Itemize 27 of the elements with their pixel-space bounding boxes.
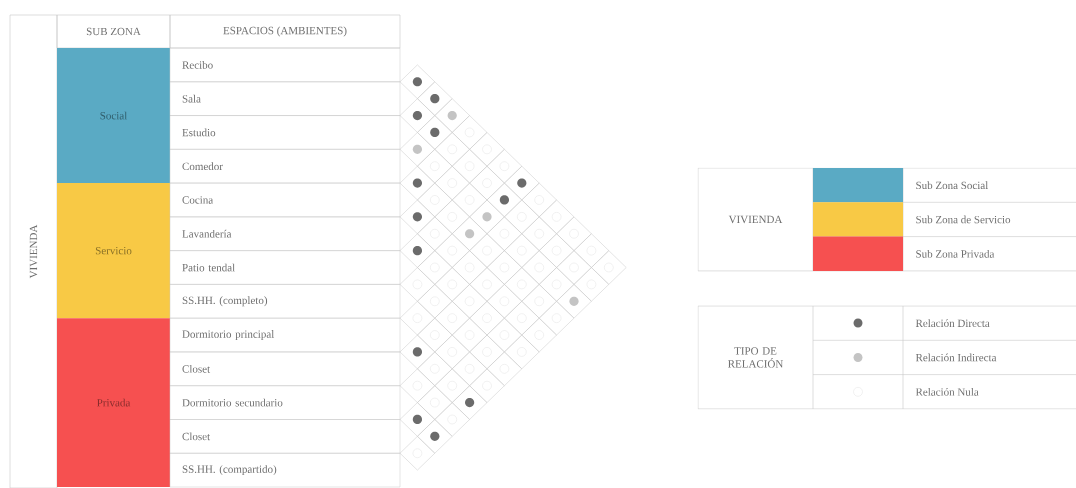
space-cell: Dormitorio principal <box>169 317 401 353</box>
legend-title: VIVIENDA <box>728 215 783 224</box>
legend-text: Relación Indirecta <box>915 353 997 362</box>
legend-title: TIPO DE RELACIÓN <box>728 347 784 368</box>
space-cell: Estudio <box>169 115 401 150</box>
space-cell: Lavandería <box>169 216 401 251</box>
legend-text: Sub Zona Social <box>916 181 989 190</box>
space-cell: Closet <box>169 419 401 454</box>
space-cell: Sala <box>169 81 401 116</box>
space-cell: Cocina <box>169 182 401 218</box>
space-cell: SS.HH. (compartido) <box>169 453 401 488</box>
zone-cell: Privada <box>57 318 170 487</box>
zone-cell: Servicio <box>57 183 170 319</box>
space-cell: SS.HH. (completo) <box>169 284 401 319</box>
space-cell: Recibo <box>169 47 401 82</box>
space-cell: Patio tendal <box>169 250 401 285</box>
space-cell: Dormitorio secundario <box>169 385 401 420</box>
legend-text: Sub Zona Privada <box>916 249 995 258</box>
zone-cell: Social <box>57 48 170 184</box>
space-cell: Comedor <box>169 149 401 184</box>
legend-text: Relación Directa <box>915 319 990 327</box>
space-cell: Closet <box>169 351 401 386</box>
column-header: SUB ZONA <box>56 14 171 49</box>
legend-text: Sub Zona de Servicio <box>916 215 1011 224</box>
table-column: VIVIENDA <box>9 14 58 488</box>
legend-text: Relación Nula <box>915 387 979 396</box>
column-header: ESPACIOS (AMBIENTES) <box>169 14 401 49</box>
